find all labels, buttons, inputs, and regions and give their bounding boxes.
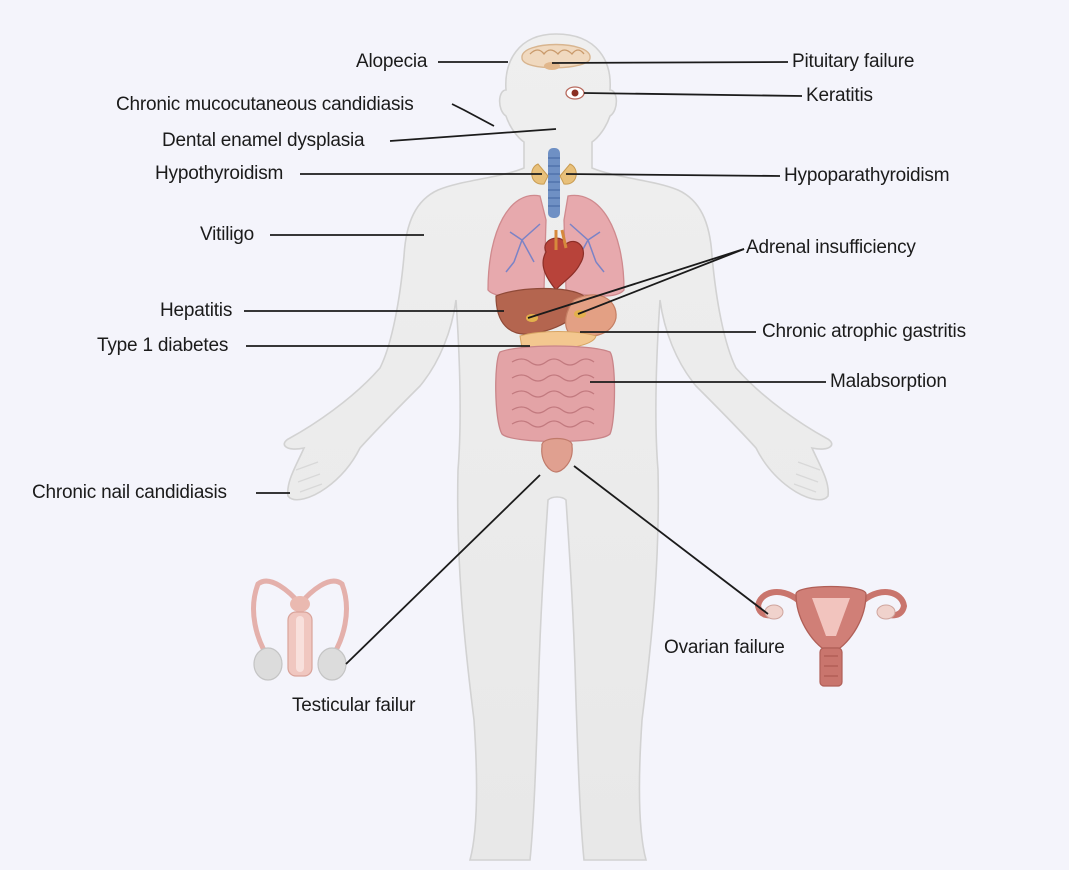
label-chronic-mucocutaneous-candidiasis: Chronic mucocutaneous candidiasis bbox=[116, 94, 414, 116]
label-hypoparathyroidism: Hypoparathyroidism bbox=[784, 165, 949, 187]
label-hepatitis: Hepatitis bbox=[160, 300, 232, 322]
label-chronic-nail-candidiasis: Chronic nail candidiasis bbox=[32, 482, 227, 504]
line-keratitis bbox=[584, 93, 802, 96]
line-chronic-mucocutaneous-candidiasis bbox=[452, 104, 494, 126]
label-ovarian-failure: Ovarian failure bbox=[664, 637, 785, 659]
label-adrenal-insufficiency: Adrenal insufficiency bbox=[746, 237, 916, 259]
eye-graphic bbox=[566, 87, 584, 99]
label-malabsorption: Malabsorption bbox=[830, 371, 947, 393]
label-type-1-diabetes: Type 1 diabetes bbox=[97, 335, 228, 357]
label-vitiligo: Vitiligo bbox=[200, 224, 254, 246]
label-dental-enamel-dysplasia: Dental enamel dysplasia bbox=[162, 130, 364, 152]
line-pituitary-failure bbox=[552, 62, 788, 63]
label-chronic-atrophic-gastritis: Chronic atrophic gastritis bbox=[762, 321, 966, 343]
label-keratitis: Keratitis bbox=[806, 85, 873, 107]
label-testicular-failure: Testicular failur bbox=[292, 695, 415, 717]
label-hypothyroidism: Hypothyroidism bbox=[155, 163, 283, 185]
intestines-graphic bbox=[496, 346, 615, 442]
label-alopecia: Alopecia bbox=[356, 51, 427, 73]
label-pituitary-failure: Pituitary failure bbox=[792, 51, 914, 73]
male-reproductive-graphic bbox=[254, 581, 347, 680]
